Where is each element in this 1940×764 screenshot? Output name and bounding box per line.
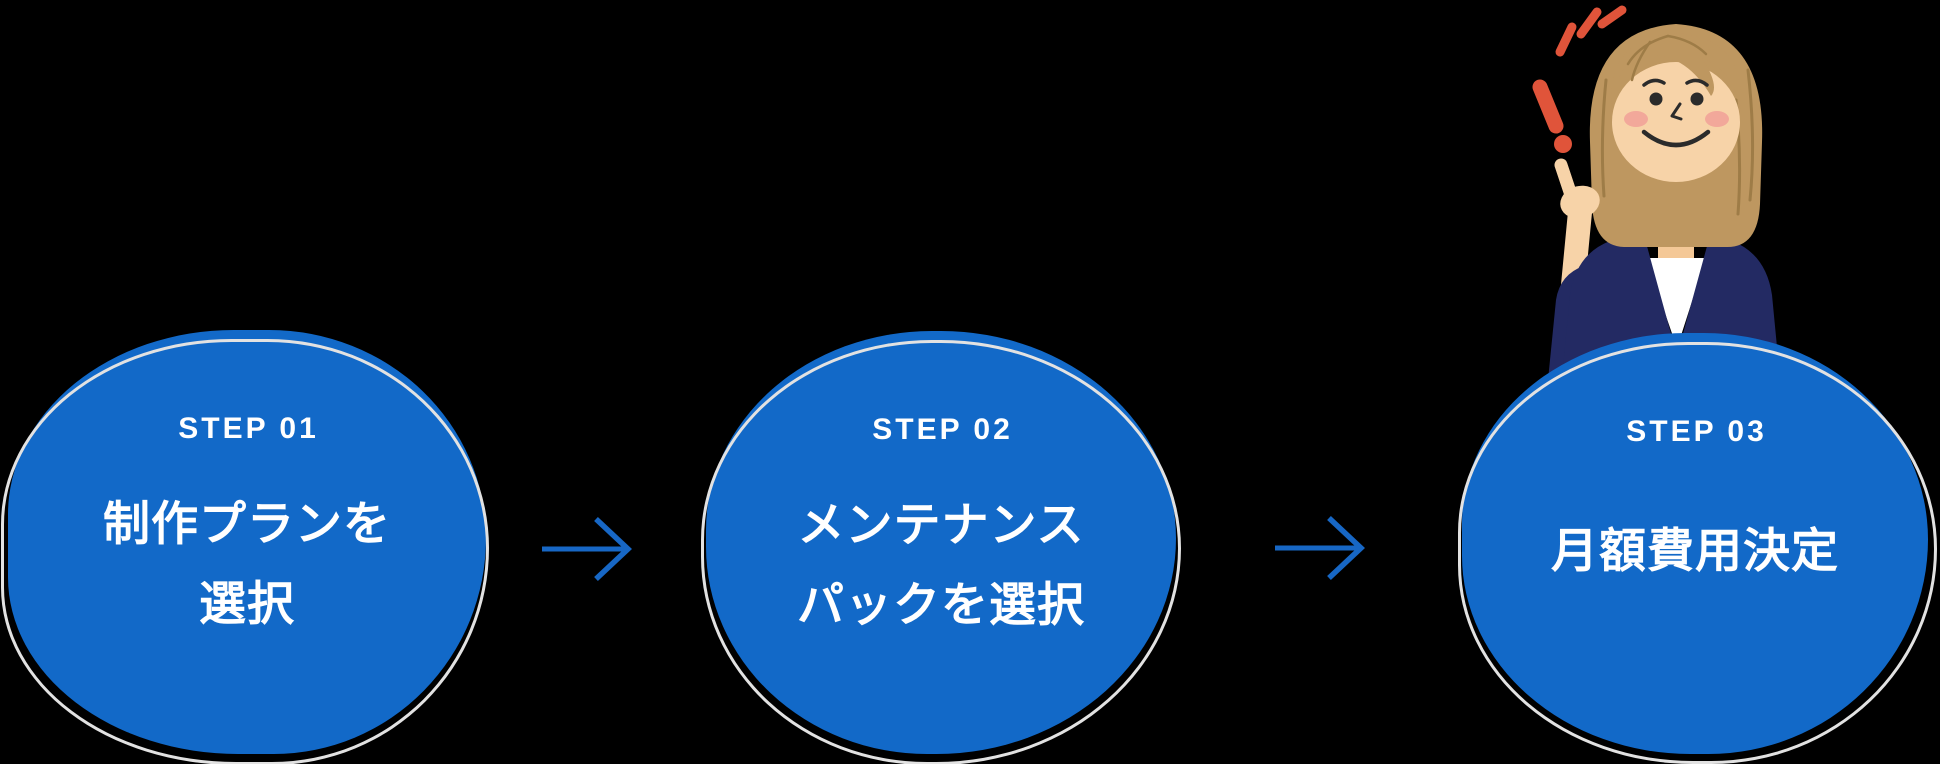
- eye-left: [1649, 92, 1663, 106]
- step-1-line-1: 制作プランを: [103, 497, 391, 550]
- eye-right: [1690, 92, 1704, 106]
- step-2-circle: STEP 02 メンテナンス パックを選択: [701, 331, 1181, 764]
- step-3-line-1: 月額費用決定: [1551, 524, 1839, 577]
- exclamation-mark-icon: [1532, 79, 1572, 153]
- arrow-right-icon: [1275, 515, 1365, 581]
- step-2-label: STEP 02: [872, 413, 1013, 446]
- bang-strands: [1626, 34, 1708, 82]
- sparkle-dashes-icon: [1555, 5, 1627, 57]
- nose: [1670, 102, 1683, 121]
- step-1-circle: STEP 01 制作プランを 選択: [1, 330, 489, 764]
- step-1-label: STEP 01: [178, 412, 319, 445]
- step-1-title: 制作プランを 選択: [8, 484, 486, 644]
- step-2-title: メンテナンス パックを選択: [706, 485, 1176, 645]
- step-1-line-2: 選択: [199, 577, 295, 630]
- pointing-hand: [1554, 158, 1600, 219]
- arrow-right-icon: [542, 516, 632, 582]
- blush-right: [1705, 111, 1729, 127]
- face: [1612, 62, 1740, 182]
- step-2-line-1: メンテナンス: [797, 498, 1085, 551]
- step-3-circle: STEP 03 月額費用決定: [1458, 333, 1937, 764]
- smile-mouth: [1641, 129, 1711, 148]
- step-2-line-2: パックを選択: [797, 578, 1085, 631]
- eyebrows: [1642, 78, 1709, 87]
- blush-left: [1624, 111, 1648, 127]
- shirt: [1646, 258, 1706, 348]
- step-3-title: 月額費用決定: [1462, 511, 1928, 591]
- step-3-label: STEP 03: [1626, 415, 1767, 448]
